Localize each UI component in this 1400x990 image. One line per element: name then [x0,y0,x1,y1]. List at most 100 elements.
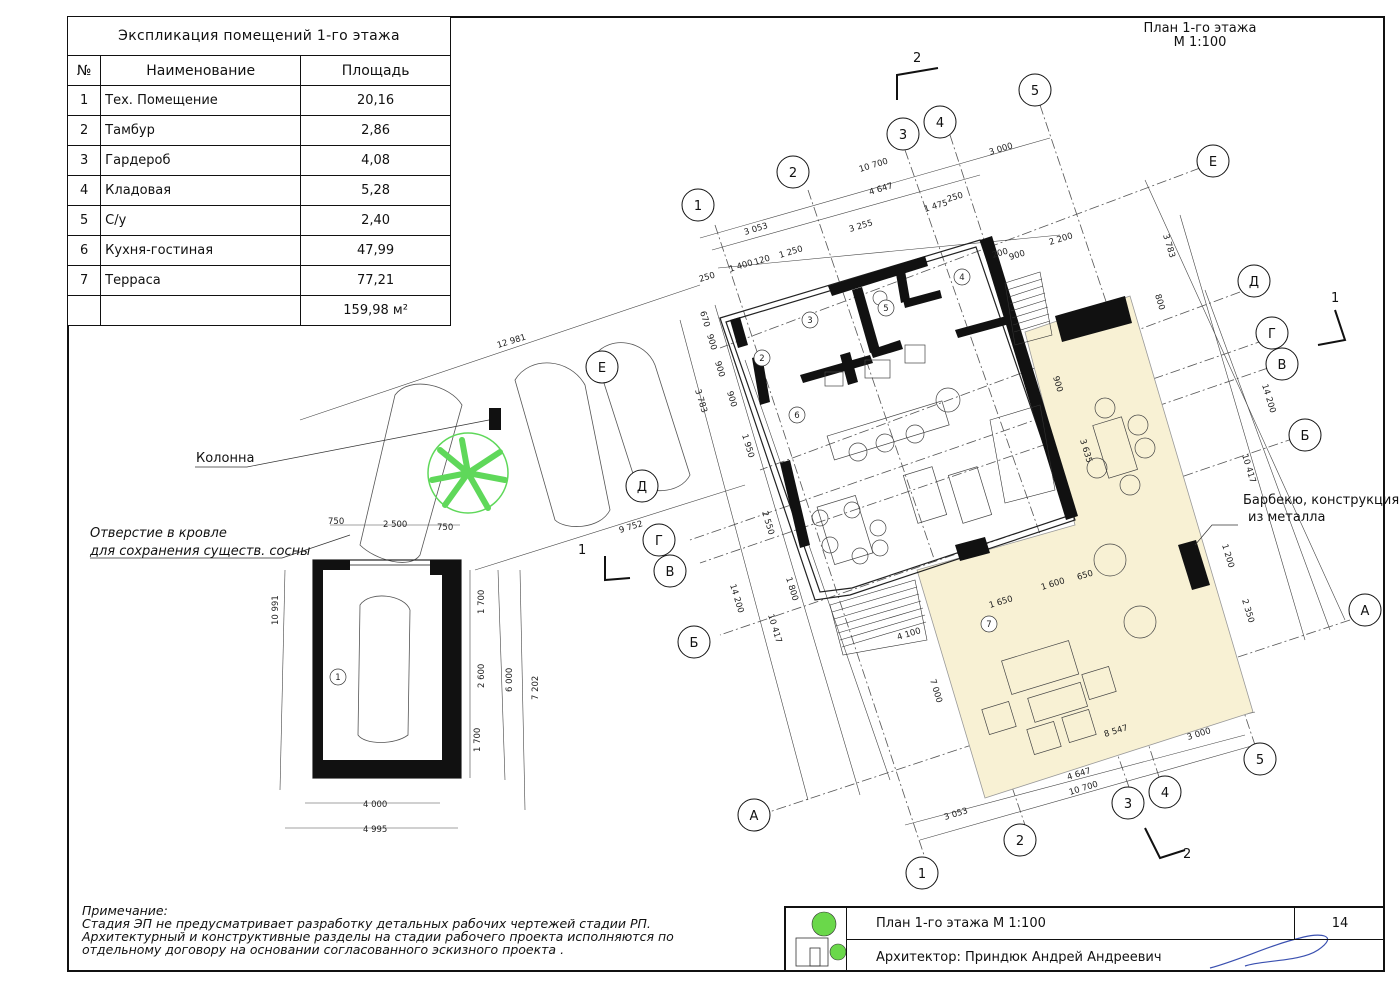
dim-gar-k: 4 995 [363,825,387,835]
dim-top-i: 1 250 [778,244,804,261]
note-title: Примечание: [82,903,168,918]
axis-bubbles [585,73,1382,890]
axis-label-left-e: Е [598,361,606,376]
axis-label-top-1: 1 [694,199,702,214]
dim-left-g: 2 550 [759,510,776,536]
dim-ter-c: 650 [1076,569,1094,583]
section-labels: 2 2 1 1 [578,51,1339,862]
dim-left-b: 900 [704,333,718,351]
axis-label-left-b: Б [690,636,699,651]
furniture [811,290,1157,755]
dim-left-i: 14 200 [727,583,745,614]
axis-label-left-g: Г [655,534,663,549]
dim-left-d: 900 [724,390,738,408]
company-logo [795,911,847,967]
room-markers [329,268,998,686]
stamp-sheet-title: План 1-го этажа М 1:100 [876,916,1046,931]
section-label-2-top: 2 [913,51,921,66]
sheet-number: 14 [1294,908,1385,939]
row-number: 3 [66,145,102,176]
dim-top-f: 3 255 [848,218,874,235]
callout-leaders [90,419,1238,559]
dim-bot-e: 3 053 [943,806,969,823]
axis-label-top-5: 5 [1031,84,1039,99]
dim-top-h: 120 [753,254,771,268]
dim-left-f: 1 950 [739,433,756,459]
dim-gar-d: 1 700 [477,590,487,614]
axis-label-top-4: 4 [936,116,944,131]
section-label-2-bottom: 2 [1183,847,1191,862]
dim-left-c: 900 [712,360,726,378]
room-number-1: 1 [335,673,340,683]
room-number-3: 3 [807,316,812,326]
existing-pine-tree [427,432,509,514]
row-number: 5 [66,205,102,236]
note-line-2: Архитектурный и конструктивные разделы н… [82,929,674,944]
dim-bot-d: 10 700 [1068,780,1099,798]
room-area: 20,16 [300,85,451,116]
note-line-1: Стадия ЭП не предусматривает разработку … [82,916,651,931]
axis-label-top-2: 2 [789,166,797,181]
axis-label-bottom-1: 1 [918,867,926,882]
axis-label-right-v: В [1278,358,1287,373]
label-roof-opening-2: для сохранения существ. сосны [90,544,311,559]
room-number-2: 2 [759,354,764,364]
axis-label-right-a: А [1361,604,1370,619]
stamp-architect: Архитектор: Приндюк Андрей Андреевич [876,950,1162,965]
axis-label-bottom-2: 2 [1016,834,1024,849]
label-bbq-2: из металла [1248,510,1326,525]
label-bbq-1: Барбекю, конструкция [1243,493,1400,508]
dim-gar-i: 10 991 [271,595,281,625]
dim-gar-e: 2 600 [477,664,487,688]
total-area: 159,98 м² [300,295,451,326]
note-line-3: отдельному договору на основании согласо… [82,942,565,957]
axis-label-left-d: Д [637,480,647,495]
column-pillar [489,408,501,430]
dim-gar-j: 4 000 [363,800,387,810]
dim-left-a: 670 [697,310,711,328]
dim-right-e: 1 200 [1219,543,1236,569]
axis-label-left-v: В [666,565,675,580]
thick-walls [730,236,1210,590]
dim-gar-g: 6 000 [505,668,515,692]
dim-top-c: 3 000 [988,141,1014,158]
axis-label-right-b: Б [1301,429,1310,444]
general-note: Примечание: Стадия ЭП не предусматривает… [82,904,674,956]
room-number-4: 4 [959,273,964,283]
row-number: 6 [66,235,102,266]
dim-gar-f: 1 700 [473,728,483,752]
drawing-sheet-frame [67,16,1385,972]
dim-gar-h: 7 202 [531,676,541,700]
room-schedule-table: Экспликация помещений 1-го этажа № Наиме… [66,16,451,326]
dim-top-b: 4 647 [868,181,894,198]
label-roof-opening-1: Отверстие в кровле [90,526,227,541]
architect-signature [1209,934,1329,969]
dim-ter-e: 7 000 [927,678,944,704]
row-number: 1 [66,85,102,116]
section-label-1-left: 1 [578,543,586,558]
dim-gar-c: 750 [437,523,453,533]
room-name: Гардероб [100,145,302,176]
room-number-5: 5 [883,304,888,314]
axis-label-bottom-5: 5 [1256,753,1264,768]
table-row-total: 159,98 м² [66,295,451,326]
room-area: 5,28 [300,175,451,206]
dim-left-e: 3 783 [692,388,709,414]
dim-right-c: 14 200 [1259,383,1277,414]
garage [312,559,462,779]
dim-top-g: 1 400 [728,258,754,275]
axis-label-right-g: Г [1268,327,1276,342]
axis-label-bottom-4: 4 [1161,786,1169,801]
room-area: 2,86 [300,115,451,146]
dim-left-h: 1 800 [783,576,800,602]
title-block: План 1-го этажа М 1:100 14 Архитектор: П… [784,906,1385,972]
dim-top-k: 200 [991,247,1009,261]
dim-right-b: 800 [1152,293,1166,311]
dim-gar-b: 2 500 [383,520,407,530]
room-name: Тех. Помещение [100,85,302,116]
axis-label-top-3: 3 [899,128,907,143]
dim-ter-d: 4 100 [896,626,922,643]
dim-right-f: 2 350 [1239,598,1256,624]
